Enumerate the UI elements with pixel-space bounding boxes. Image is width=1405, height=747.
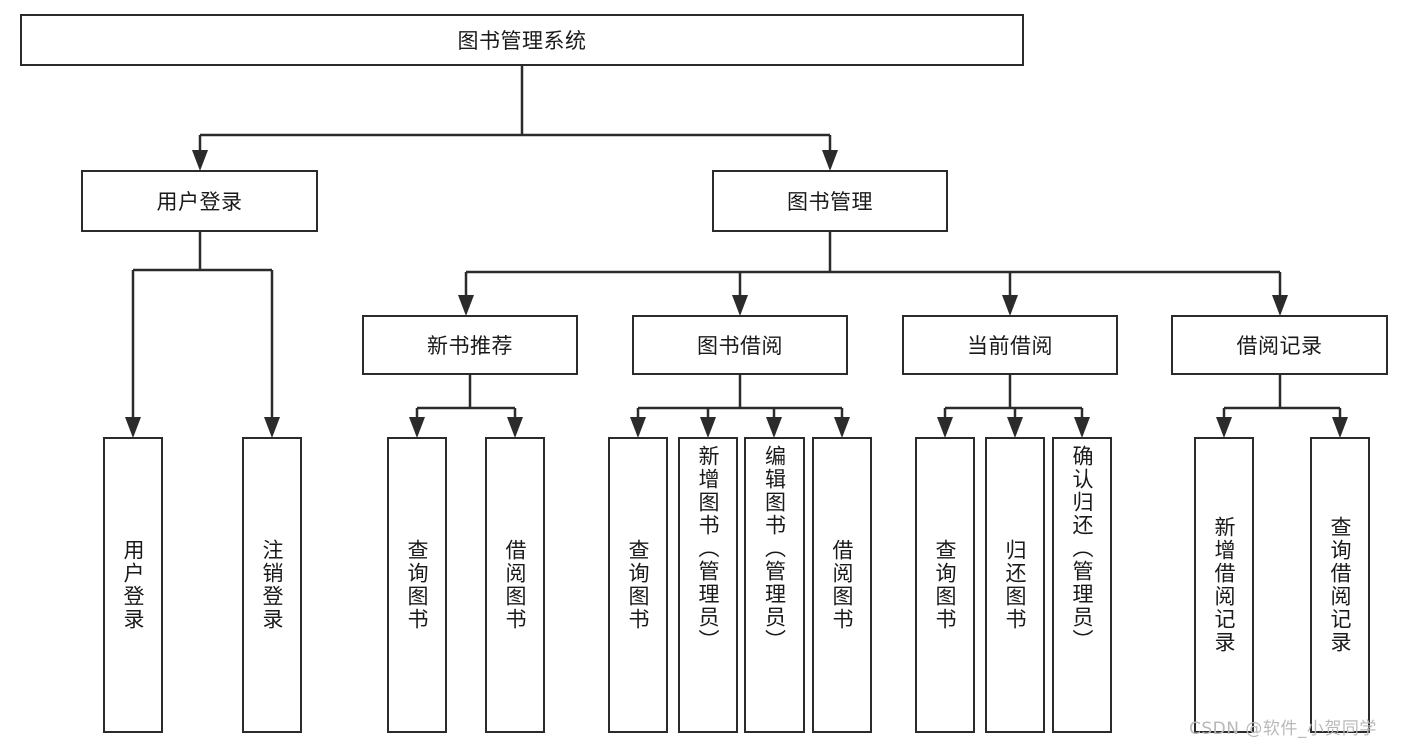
node-book-borrow[interactable]: 图书借阅	[632, 315, 848, 375]
arrowhead-current-borrow	[1002, 295, 1018, 316]
arrowhead-leaf-br-1	[1216, 417, 1232, 438]
node-current-borrow[interactable]: 当前借阅	[902, 315, 1118, 375]
arrowhead-leaf-user-login	[125, 417, 141, 438]
arrowhead-leaf-bb-2	[700, 417, 716, 438]
node-borrow-record[interactable]: 借阅记录	[1171, 315, 1388, 375]
leaf-query-borrow-record[interactable]: 查询借阅记录	[1310, 437, 1370, 733]
arrowhead-leaf-cb-2	[1007, 417, 1023, 438]
arrowhead-leaf-nb-1	[409, 417, 425, 438]
arrowhead-leaf-cb-3	[1074, 417, 1090, 438]
arrowhead-borrow-record	[1272, 295, 1288, 316]
leaf-logout[interactable]: 注销登录	[242, 437, 302, 733]
arrowhead-leaf-bb-1	[630, 417, 646, 438]
node-new-book-recommend[interactable]: 新书推荐	[362, 315, 578, 375]
arrowhead-leaf-br-2	[1332, 417, 1348, 438]
leaf-borrow-book-nb[interactable]: 借阅图书	[485, 437, 545, 733]
leaf-return-book[interactable]: 归还图书	[985, 437, 1045, 733]
arrowhead-book-borrow	[732, 295, 748, 316]
arrowhead-leaf-cb-1	[937, 417, 953, 438]
node-root-system[interactable]: 图书管理系统	[20, 14, 1024, 66]
arrowhead-leaf-logout	[264, 417, 280, 438]
leaf-query-book-cb[interactable]: 查询图书	[915, 437, 975, 733]
leaf-edit-book-admin[interactable]: 编辑图书（管理员）	[744, 437, 805, 733]
node-user-login[interactable]: 用户登录	[81, 170, 318, 232]
arrowhead-leaf-nb-2	[507, 417, 523, 438]
leaf-add-book-admin[interactable]: 新增图书（管理员）	[678, 437, 738, 733]
arrowhead-user-login	[192, 150, 208, 171]
leaf-confirm-return-admin[interactable]: 确认归还（管理员）	[1052, 437, 1112, 733]
leaf-user-login[interactable]: 用户登录	[103, 437, 163, 733]
arrowhead-leaf-bb-3	[766, 417, 782, 438]
leaf-query-book-nb[interactable]: 查询图书	[387, 437, 447, 733]
arrowhead-book-manage	[822, 150, 838, 171]
arrowhead-leaf-bb-4	[834, 417, 850, 438]
leaf-borrow-book-bb[interactable]: 借阅图书	[812, 437, 872, 733]
leaf-add-borrow-record[interactable]: 新增借阅记录	[1194, 437, 1254, 733]
node-book-manage[interactable]: 图书管理	[712, 170, 948, 232]
arrowhead-new-book	[458, 295, 474, 316]
leaf-query-book-bb[interactable]: 查询图书	[608, 437, 668, 733]
csdn-watermark: CSDN @软件_小贺同学	[1189, 719, 1377, 739]
